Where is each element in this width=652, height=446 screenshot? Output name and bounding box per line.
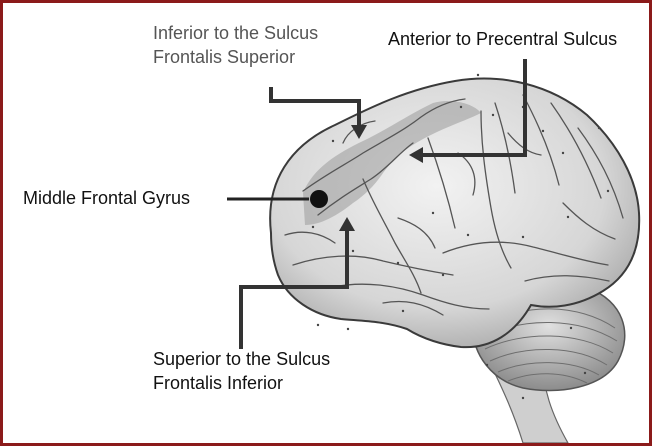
label-inferior-superior-line2: Frontalis Superior — [153, 46, 295, 68]
label-superior-inferior-line2: Frontalis Inferior — [153, 372, 283, 394]
label-middle-frontal-gyrus: Middle Frontal Gyrus — [23, 187, 190, 209]
label-anterior-precentral: Anterior to Precentral Sulcus — [388, 28, 617, 50]
brain-illustration — [3, 3, 649, 443]
label-superior-inferior-line1: Superior to the Sulcus — [153, 348, 330, 370]
label-inferior-superior-line1: Inferior to the Sulcus — [153, 22, 318, 44]
dot-marker-icon — [310, 190, 328, 208]
